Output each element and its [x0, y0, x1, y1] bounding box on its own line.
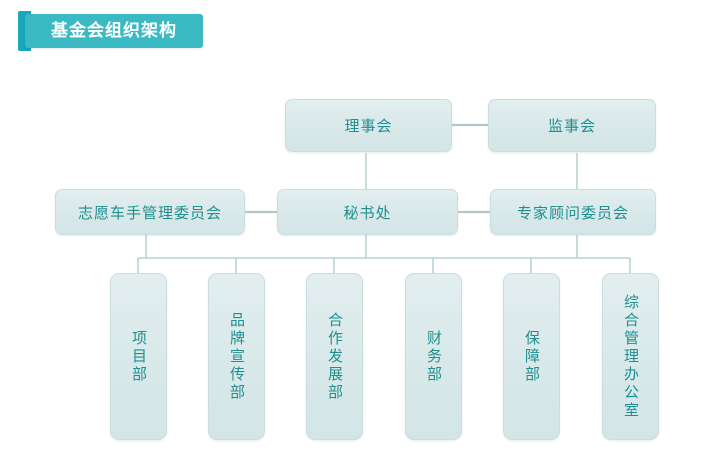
node-supervisors[interactable]: 监事会 [488, 99, 656, 152]
node-volunteer-committee-label: 志愿车手管理委员会 [77, 204, 222, 222]
node-secretariat[interactable]: 秘书处 [277, 189, 458, 235]
page-title: 基金会组织架构 [51, 21, 177, 40]
node-volunteer-committee[interactable]: 志愿车手管理委员会 [55, 189, 245, 235]
node-finance-dept[interactable]: 财务部 [405, 273, 462, 440]
node-supervisors-label: 监事会 [547, 118, 596, 135]
node-support-dept[interactable]: 保障部 [503, 273, 560, 440]
node-secretariat-label: 秘书处 [343, 204, 392, 222]
node-board[interactable]: 理事会 [285, 99, 452, 152]
node-project-dept[interactable]: 项目部 [110, 273, 167, 440]
node-cooperation-dept-label: 合作发展部 [326, 311, 343, 402]
title-banner-body [25, 14, 203, 48]
node-expert-committee-label: 专家顾问委员会 [516, 204, 629, 222]
node-board-label: 理事会 [344, 118, 393, 135]
node-cooperation-dept[interactable]: 合作发展部 [306, 273, 363, 440]
node-general-office[interactable]: 综合管理办公室 [602, 273, 659, 440]
node-brand-dept-label: 品牌宣传部 [228, 311, 245, 402]
node-brand-dept[interactable]: 品牌宣传部 [208, 273, 265, 440]
node-general-office-label: 综合管理办公室 [622, 293, 639, 420]
page-title-banner: 基金会组织架构 [18, 11, 203, 51]
node-support-dept-label: 保障部 [523, 329, 540, 384]
node-expert-committee[interactable]: 专家顾问委员会 [490, 189, 656, 235]
node-project-dept-label: 项目部 [130, 329, 147, 384]
node-finance-dept-label: 财务部 [425, 329, 442, 384]
